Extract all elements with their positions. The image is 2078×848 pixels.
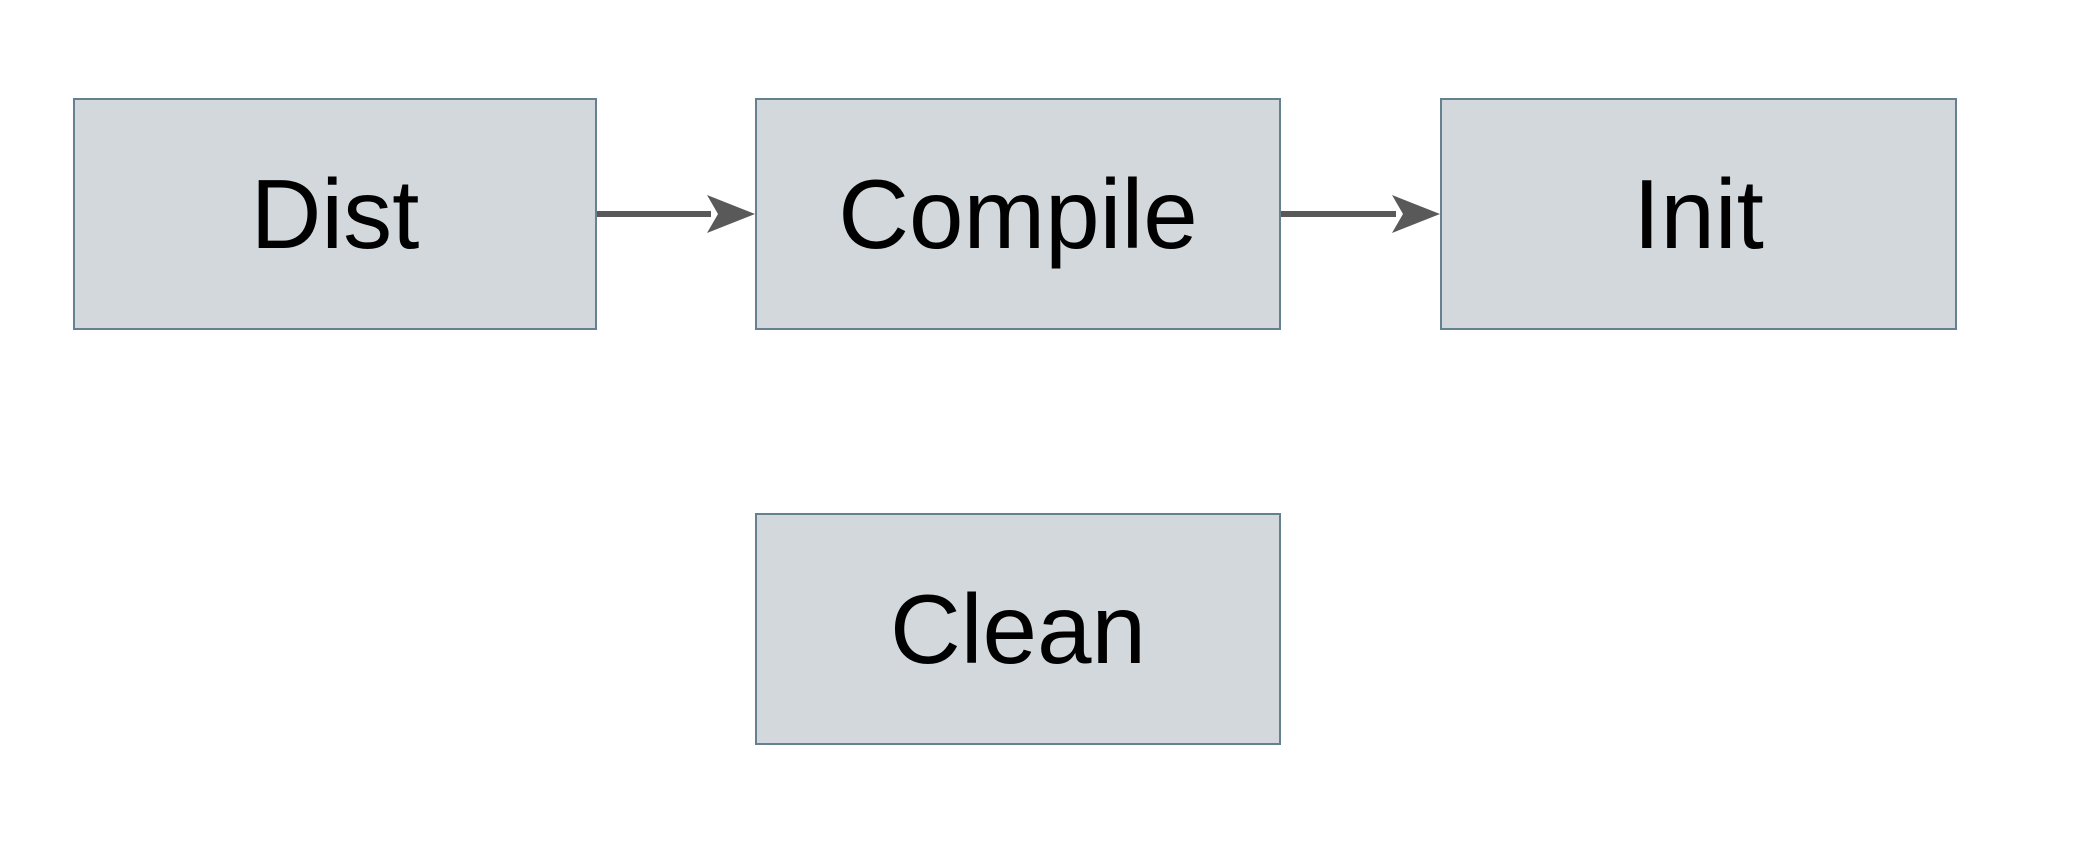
arrow-dist-to-compile: [597, 195, 755, 233]
node-dist-label: Dist: [250, 159, 420, 269]
node-clean[interactable]: Clean: [755, 513, 1281, 745]
node-dist[interactable]: Dist: [73, 98, 597, 330]
node-init[interactable]: Init: [1440, 98, 1957, 330]
node-compile[interactable]: Compile: [755, 98, 1281, 330]
node-clean-label: Clean: [889, 574, 1147, 684]
node-compile-label: Compile: [838, 159, 1198, 269]
node-init-label: Init: [1633, 159, 1764, 269]
arrow-compile-to-init: [1281, 195, 1440, 233]
